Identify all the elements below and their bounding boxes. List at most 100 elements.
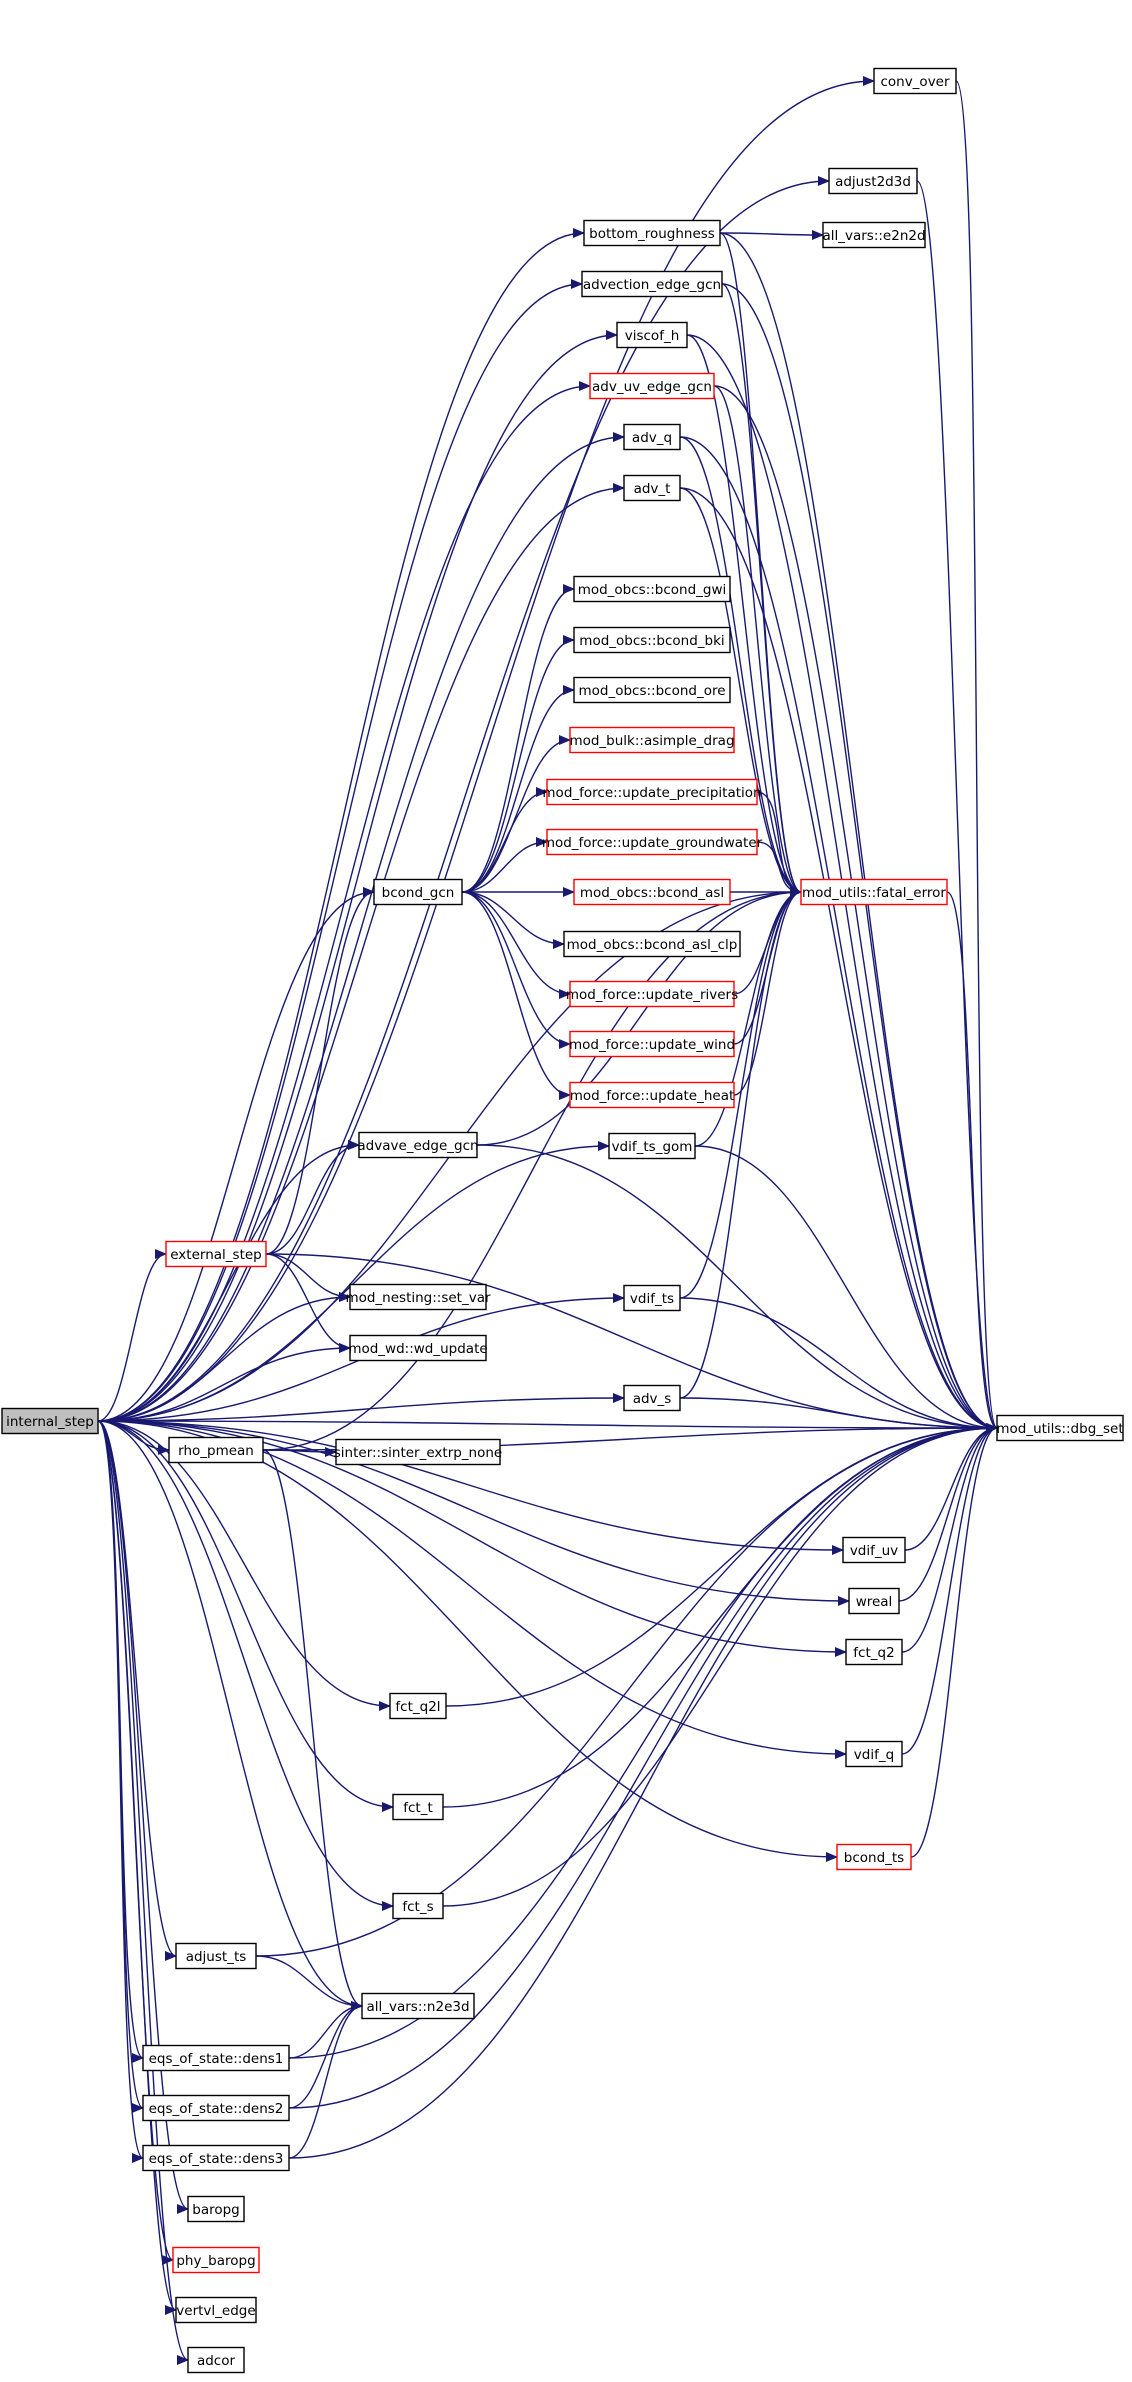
node-box-adcor xyxy=(187,2346,245,2374)
node-box-adjust_ts xyxy=(175,1942,257,1970)
node-label-conv_over: conv_over xyxy=(880,74,950,90)
node-viscof_h[interactable]: viscof_h xyxy=(616,321,688,349)
node-label-external_step: external_step xyxy=(170,1247,262,1263)
node-label-fct_s: fct_s xyxy=(402,1899,433,1915)
node-vdif_ts_gom[interactable]: vdif_ts_gom xyxy=(608,1132,696,1160)
node-update_wind[interactable]: mod_force::update_wind xyxy=(569,1030,735,1058)
node-bcond_ore[interactable]: mod_obcs::bcond_ore xyxy=(573,676,731,704)
edge-internal_step-to-bcond_gcn xyxy=(97,887,375,1422)
node-label-update_precipitation: mod_force::update_precipitation xyxy=(542,785,761,801)
node-box-update_rivers xyxy=(569,980,735,1008)
edge-internal_step-to-adjust2d3d xyxy=(97,176,830,1422)
node-label-adjust2d3d: adjust2d3d xyxy=(835,174,911,190)
edge-advave_edge_gcn-to-fatal_error xyxy=(476,887,802,1146)
node-dens3[interactable]: eqs_of_state::dens3 xyxy=(142,2144,290,2172)
node-label-adv_uv_edge_gcn: adv_uv_edge_gcn xyxy=(592,379,712,395)
edge-internal_step-to-fct_s xyxy=(97,1420,394,1911)
node-sinter_extrp_none[interactable]: sinter::sinter_extrp_none xyxy=(334,1438,503,1466)
node-adjust_ts[interactable]: adjust_ts xyxy=(175,1942,257,1970)
node-box-dens2 xyxy=(142,2094,290,2122)
node-external_step[interactable]: external_step xyxy=(165,1240,267,1268)
node-n2e3d[interactable]: all_vars::n2e3d xyxy=(361,1992,475,2020)
node-wreal[interactable]: wreal xyxy=(848,1587,900,1615)
edge-bcond_gcn-to-update_groundwater xyxy=(461,837,548,893)
edge-adv_t-to-dbg_set xyxy=(679,487,998,1433)
node-dens1[interactable]: eqs_of_state::dens1 xyxy=(142,2044,290,2072)
edge-internal_step-to-advection_edge_gcn xyxy=(97,279,583,1422)
node-adv_t[interactable]: adv_t xyxy=(623,474,681,502)
node-adv_q[interactable]: adv_q xyxy=(623,423,681,451)
node-box-sinter_extrp_none xyxy=(335,1438,501,1466)
node-bcond_gcn[interactable]: bcond_gcn xyxy=(373,878,463,906)
node-label-update_groundwater: mod_force::update_groundwater xyxy=(542,835,763,851)
node-vdif_q[interactable]: vdif_q xyxy=(845,1740,903,1768)
node-all_vars_e2n2d[interactable]: all_vars::e2n2d xyxy=(822,221,926,249)
node-update_groundwater[interactable]: mod_force::update_groundwater xyxy=(542,828,763,856)
node-vertvl_edge[interactable]: vertvl_edge xyxy=(175,2296,257,2324)
node-dbg_set[interactable]: mod_utils::dbg_set xyxy=(996,1414,1124,1442)
node-baropg[interactable]: baropg xyxy=(187,2195,245,2223)
node-fct_q2l[interactable]: fct_q2l xyxy=(389,1692,447,1720)
node-bcond_bki[interactable]: mod_obcs::bcond_bki xyxy=(573,626,731,654)
node-bcond_gwi[interactable]: mod_obcs::bcond_gwi xyxy=(573,575,731,603)
node-vdif_uv[interactable]: vdif_uv xyxy=(842,1536,906,1564)
node-update_rivers[interactable]: mod_force::update_rivers xyxy=(566,980,738,1008)
edge-vdif_ts_gom-to-fatal_error xyxy=(694,887,802,1147)
node-label-dens2: eqs_of_state::dens2 xyxy=(149,2101,284,2117)
node-adv_uv_edge_gcn[interactable]: adv_uv_edge_gcn xyxy=(589,372,715,400)
node-label-baropg: baropg xyxy=(192,2202,240,2218)
edge-bcond_gcn-to-asimple_drag xyxy=(461,735,571,893)
node-fct_q2[interactable]: fct_q2 xyxy=(845,1638,903,1666)
edge-vdif_q-to-dbg_set xyxy=(901,1423,998,1755)
node-rho_pmean[interactable]: rho_pmean xyxy=(168,1436,264,1464)
node-dens2[interactable]: eqs_of_state::dens2 xyxy=(142,2094,290,2122)
node-box-dens1 xyxy=(142,2044,290,2072)
node-bottom_roughness[interactable]: bottom_roughness xyxy=(583,219,721,247)
edge-external_step-to-bcond_gcn xyxy=(265,887,375,1255)
node-fct_t[interactable]: fct_t xyxy=(392,1793,444,1821)
node-label-vdif_ts_gom: vdif_ts_gom xyxy=(612,1139,693,1155)
node-label-advection_edge_gcn: advection_edge_gcn xyxy=(583,277,721,293)
edge-internal_step-to-n2e3d xyxy=(97,1420,363,2011)
node-update_heat[interactable]: mod_force::update_heat xyxy=(569,1081,735,1109)
node-label-bcond_asl_clp: mod_obcs::bcond_asl_clp xyxy=(567,937,738,953)
node-adcor[interactable]: adcor xyxy=(187,2346,245,2374)
edge-bcond_gcn-to-bcond_bki xyxy=(461,635,575,893)
node-label-bcond_asl: mod_obcs::bcond_asl xyxy=(580,885,724,901)
node-bcond_asl_clp[interactable]: mod_obcs::bcond_asl_clp xyxy=(563,930,741,958)
edge-dens3-to-n2e3d xyxy=(288,2001,363,2159)
node-bcond_ts[interactable]: bcond_ts xyxy=(836,1843,912,1871)
node-update_precipitation[interactable]: mod_force::update_precipitation xyxy=(542,778,762,806)
node-fct_s[interactable]: fct_s xyxy=(392,1892,444,1920)
node-box-bcond_ts xyxy=(836,1843,912,1871)
node-label-advave_edge_gcn: advave_edge_gcn xyxy=(357,1138,478,1154)
edge-adv_uv_edge_gcn-to-fatal_error xyxy=(713,385,802,897)
node-box-adjust2d3d xyxy=(828,167,918,195)
node-set_var[interactable]: mod_nesting::set_var xyxy=(345,1283,491,1311)
node-phy_baropg[interactable]: phy_baropg xyxy=(172,2246,260,2274)
node-box-phy_baropg xyxy=(172,2246,260,2274)
node-adv_s[interactable]: adv_s xyxy=(623,1384,681,1412)
node-label-vertvl_edge: vertvl_edge xyxy=(176,2303,255,2319)
node-conv_over[interactable]: conv_over xyxy=(873,67,957,95)
edge-internal_step-to-bottom_roughness xyxy=(97,228,585,1422)
node-advection_edge_gcn[interactable]: advection_edge_gcn xyxy=(581,270,723,298)
edge-internal_step-to-vdif_ts_gom xyxy=(97,1141,610,1422)
node-label-vdif_ts: vdif_ts xyxy=(630,1291,674,1307)
node-wd_update[interactable]: mod_wd::wd_update xyxy=(348,1334,488,1362)
edge-bottom_roughness-to-all_vars_e2n2d xyxy=(719,229,824,240)
edge-rho_pmean-to-n2e3d xyxy=(262,1449,363,2011)
node-asimple_drag[interactable]: mod_bulk::asimple_drag xyxy=(569,726,735,754)
node-fatal_error[interactable]: mod_utils::fatal_error xyxy=(800,878,948,906)
edge-vdif_uv-to-dbg_set xyxy=(904,1423,998,1551)
node-adjust2d3d[interactable]: adjust2d3d xyxy=(828,167,918,195)
node-label-adjust_ts: adjust_ts xyxy=(186,1949,247,1965)
node-box-bcond_gcn xyxy=(373,878,463,906)
node-bcond_asl[interactable]: mod_obcs::bcond_asl xyxy=(573,878,731,906)
node-advave_edge_gcn[interactable]: advave_edge_gcn xyxy=(357,1131,479,1159)
edge-adv_q-to-fatal_error xyxy=(679,436,802,897)
node-vdif_ts[interactable]: vdif_ts xyxy=(623,1284,681,1312)
node-label-fatal_error: mod_utils::fatal_error xyxy=(802,885,946,901)
edge-internal_step-to-external_step xyxy=(97,1249,167,1422)
node-box-set_var xyxy=(349,1283,487,1311)
